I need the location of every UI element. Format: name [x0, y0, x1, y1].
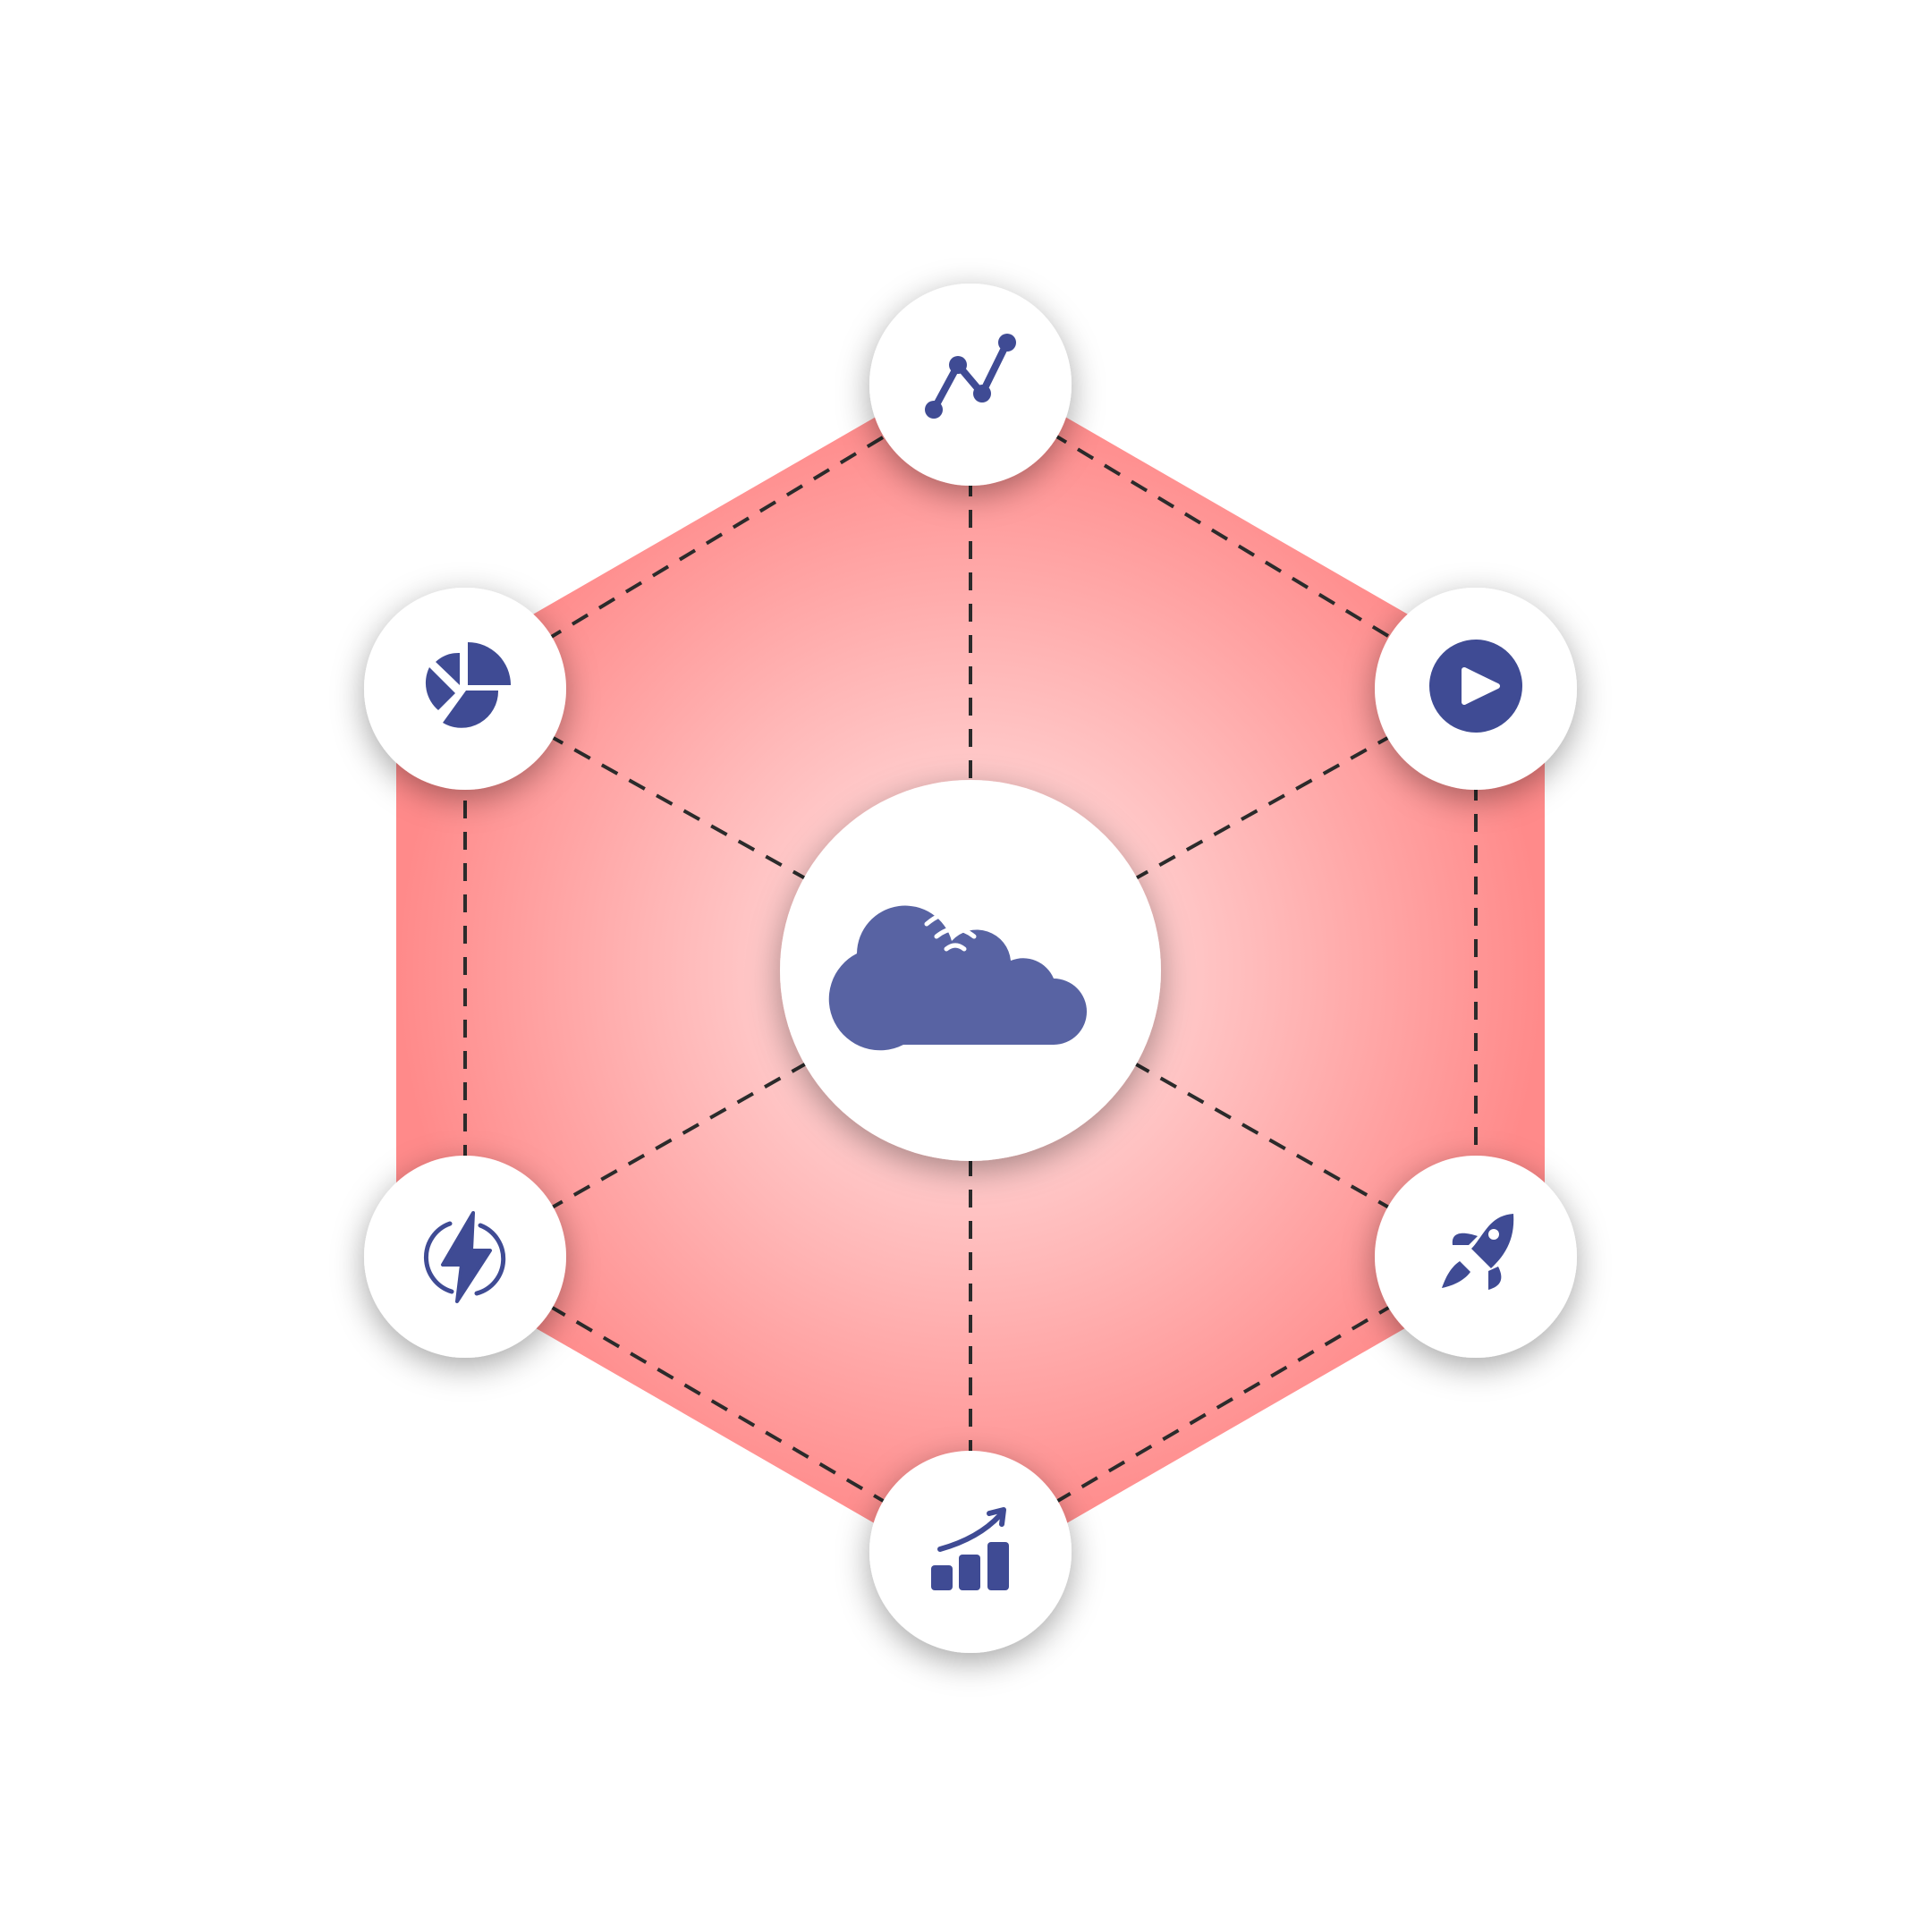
- node-upper-left-disc: [364, 588, 566, 790]
- node-lower-right-disc: [1375, 1156, 1577, 1358]
- node-lower-left: [364, 1156, 566, 1358]
- node-top: [869, 284, 1072, 486]
- node-upper-left: [364, 588, 566, 790]
- bar-chart-growth-icon: [931, 1507, 1009, 1590]
- cloud-wifi-icon: [828, 905, 1087, 1051]
- node-bottom: [869, 1451, 1072, 1653]
- node-lower-right: [1375, 1156, 1577, 1358]
- pie-chart-icon: [425, 642, 511, 728]
- rocket-icon: [1442, 1214, 1514, 1290]
- node-upper-right: [1375, 588, 1577, 790]
- energy-refresh-icon: [423, 1211, 506, 1303]
- node-bottom-disc: [869, 1451, 1072, 1653]
- play-button-icon: [1429, 640, 1522, 733]
- line-chart-icon: [925, 334, 1016, 419]
- center-node: [780, 780, 1161, 1161]
